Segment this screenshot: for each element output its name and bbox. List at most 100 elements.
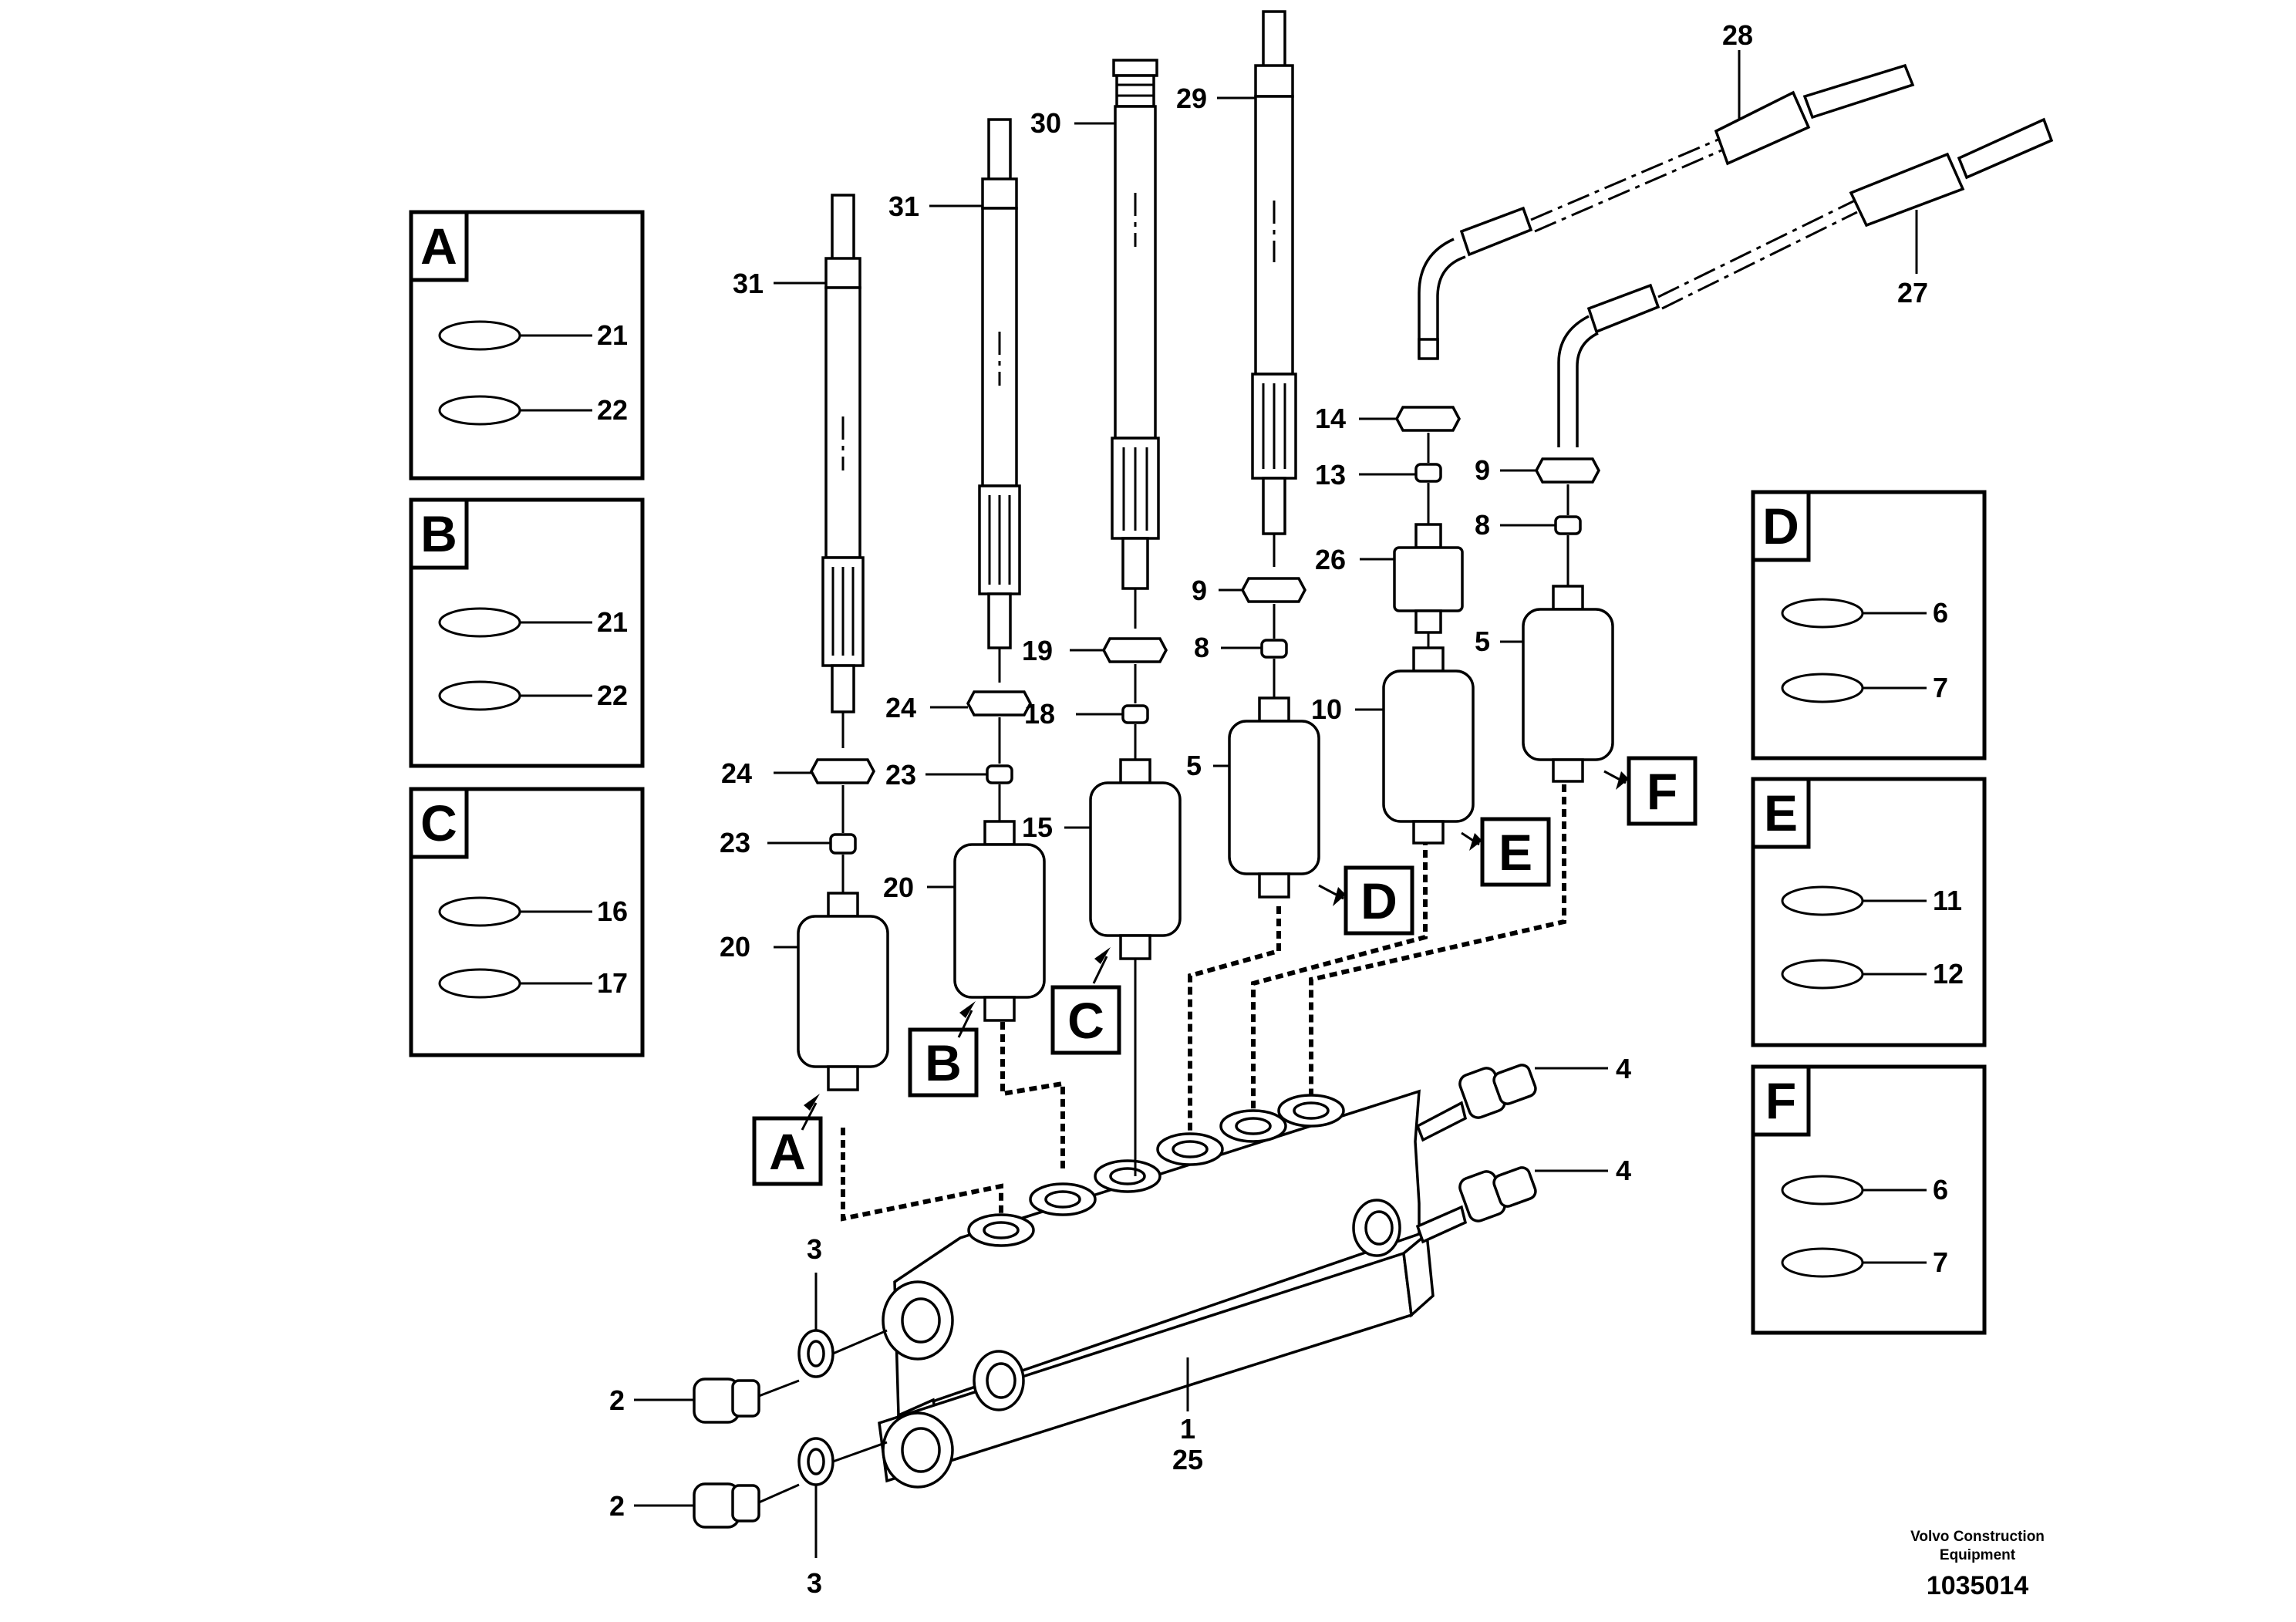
part-label: 30 [1030, 107, 1061, 139]
detail-box-b: B 21 22 [409, 497, 645, 768]
part-label: 9 [1475, 454, 1490, 486]
ring-label: 16 [597, 895, 628, 927]
svg-text:B: B [925, 1034, 962, 1091]
valve-a [797, 915, 889, 1068]
figure-id: 1035014 [1927, 1571, 2028, 1600]
detail-box-letter: C [420, 794, 457, 851]
o-ring-icon [438, 896, 521, 927]
o-ring-icon [1781, 673, 1864, 703]
washer-b [986, 764, 1013, 784]
svg-text:E: E [1499, 824, 1532, 881]
callout-b: B [908, 1001, 979, 1098]
part-label: 31 [733, 268, 764, 299]
detail-box-letter: E [1764, 784, 1798, 841]
part-label: 13 [1315, 459, 1346, 491]
part-label: 25 [1172, 1444, 1203, 1475]
detail-box-c: C 16 17 [409, 787, 645, 1057]
part-label: 29 [1176, 83, 1207, 114]
ring-label: 7 [1933, 1246, 1948, 1278]
valve-b [953, 843, 1046, 999]
detail-box-letter: B [420, 505, 457, 562]
ring-label: 22 [597, 679, 628, 711]
o-ring-icon [1781, 959, 1864, 990]
connection-dashes [841, 760, 1566, 1230]
part-label: 20 [883, 872, 914, 903]
part-label: 1 [1180, 1413, 1195, 1445]
detail-box-e: E 11 12 [1751, 777, 1987, 1047]
detail-box-a: A 21 22 [409, 210, 645, 481]
part-label: 23 [885, 759, 916, 791]
ring-label: 6 [1933, 1174, 1948, 1206]
part-label: 24 [721, 757, 752, 789]
credit-line-2: Equipment [1940, 1547, 2016, 1563]
part-label: 3 [807, 1567, 822, 1599]
svg-text:C: C [1067, 992, 1104, 1049]
part-label: 8 [1475, 509, 1490, 541]
detail-box-letter: A [420, 218, 457, 275]
side-fittings [1415, 1064, 1608, 1244]
ring-label: 17 [597, 967, 628, 999]
part-label: 3 [807, 1233, 822, 1265]
part-label: 28 [1722, 19, 1753, 51]
nut-a [810, 758, 875, 784]
ring-label: 21 [597, 606, 628, 638]
tube-column-a [821, 194, 865, 748]
credit-line-1: Volvo Construction [1910, 1529, 2045, 1545]
ring-label: 12 [1933, 958, 1964, 990]
o-ring-icon [1781, 885, 1864, 916]
part-label: 5 [1475, 626, 1490, 657]
nut-e [1395, 406, 1461, 432]
tube-column-c [1111, 59, 1160, 629]
manifold-block [878, 959, 1435, 1489]
svg-text:A: A [769, 1123, 806, 1180]
detail-box-letter: F [1765, 1072, 1796, 1129]
part-label: 18 [1024, 698, 1055, 730]
o-ring-icon [438, 320, 521, 351]
nut-f [1535, 457, 1600, 484]
callout-letter-boxes: A B C D E F [752, 756, 1698, 1186]
valve-c [1089, 781, 1182, 937]
valve-cartridges [797, 585, 1614, 1091]
tube-column-b [978, 118, 1021, 683]
detail-box-letter: D [1762, 497, 1799, 555]
nut-b [966, 690, 1032, 717]
ring-label: 6 [1933, 597, 1948, 629]
callout-d: D [1318, 865, 1414, 936]
part-label: 26 [1315, 544, 1346, 575]
o-ring-icon [438, 607, 521, 638]
callout-f: F [1603, 756, 1698, 826]
ring-label: 11 [1933, 885, 1962, 916]
nuts-and-washers [810, 406, 1600, 893]
detail-box-f: F 6 7 [1751, 1064, 1987, 1335]
o-ring-icon [1781, 1247, 1864, 1278]
valve-d [1228, 720, 1320, 875]
callout-c: C [1050, 947, 1121, 1055]
washer-e [1414, 463, 1442, 483]
valve-e [1382, 669, 1475, 823]
washer-f [1554, 515, 1582, 535]
washer-a [829, 833, 857, 855]
part-label: 15 [1022, 811, 1053, 843]
nut-d [1241, 577, 1306, 603]
part-label: 2 [609, 1490, 625, 1522]
part-label: 9 [1192, 575, 1207, 606]
hose-f [1557, 117, 2054, 447]
part-number-labels: 31 31 30 29 28 27 24 23 20 24 23 20 19 1… [609, 19, 1928, 1599]
callout-e: E [1461, 817, 1551, 887]
part-label: 19 [1022, 635, 1053, 666]
part-label: 24 [885, 692, 916, 723]
plugs-and-washers [634, 1273, 888, 1558]
adapter-e [1393, 546, 1464, 612]
ring-label: 7 [1933, 672, 1948, 703]
o-ring-icon [438, 395, 521, 426]
valve-f [1522, 608, 1614, 761]
o-ring-icon [1781, 598, 1864, 629]
svg-text:F: F [1647, 763, 1677, 820]
hose-e [1418, 63, 1915, 360]
part-label: 27 [1897, 277, 1928, 309]
part-label: 5 [1186, 750, 1202, 781]
part-label: 8 [1194, 632, 1209, 663]
part-label: 31 [888, 191, 919, 222]
ring-label: 21 [597, 319, 628, 351]
